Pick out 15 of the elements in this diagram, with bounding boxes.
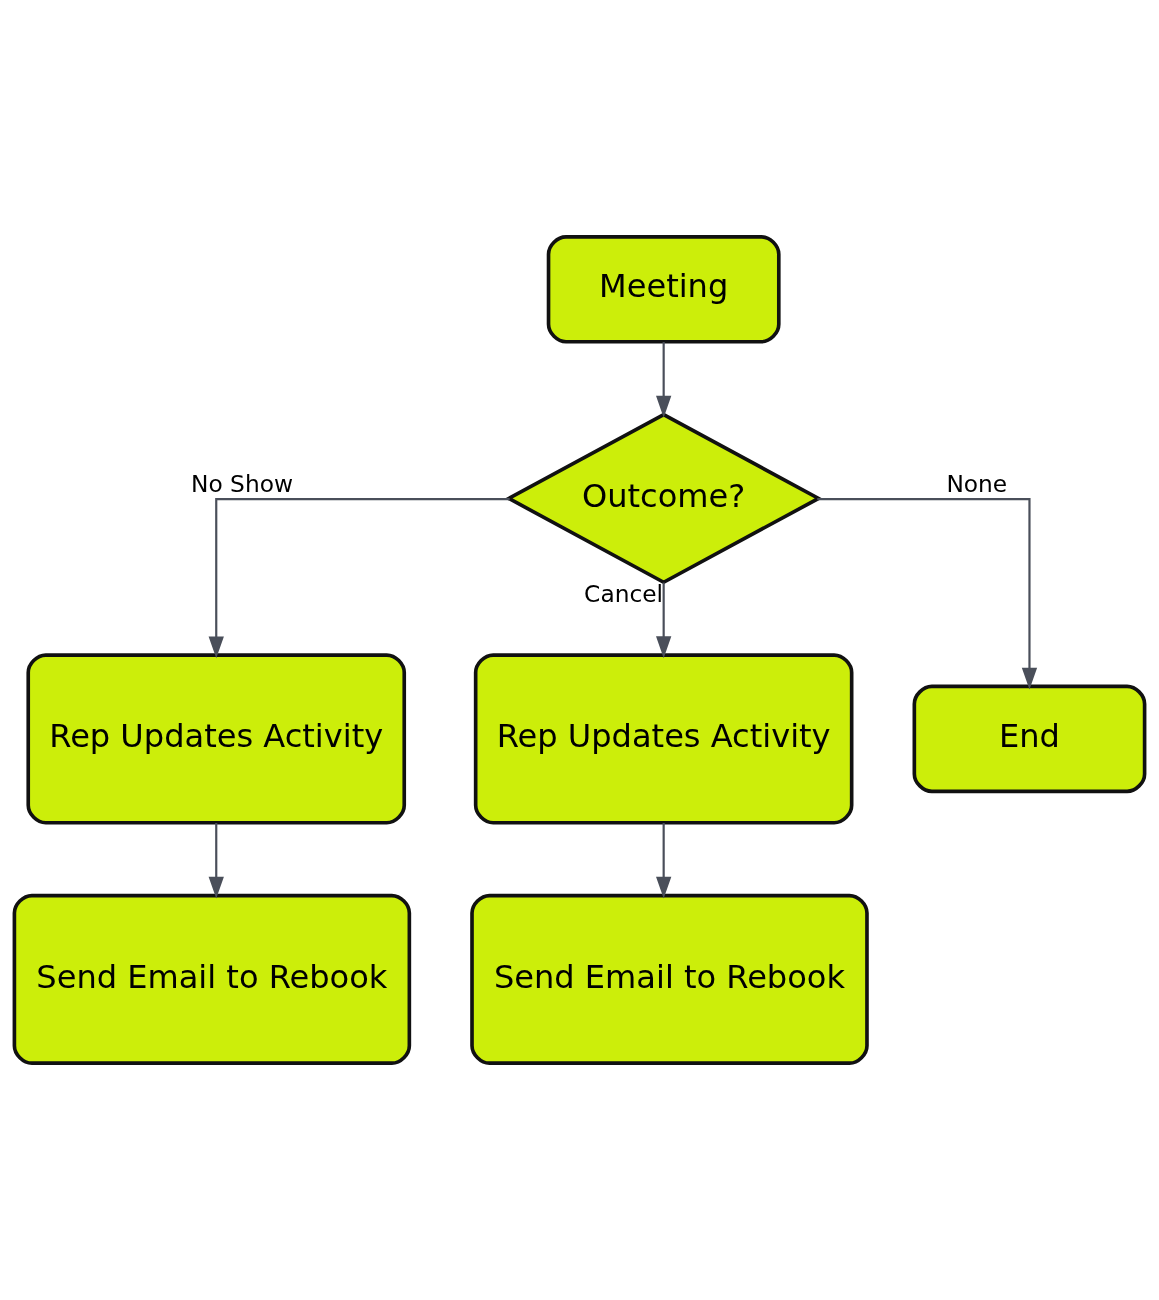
node-box: End <box>912 684 1147 794</box>
node-box: Send Email to Rebook <box>12 893 412 1065</box>
node-diamond: Outcome? <box>504 412 823 585</box>
node-box: Rep Updates Activity <box>26 653 407 825</box>
node-box: Rep Updates Activity <box>473 653 854 825</box>
edge-label: None <box>946 469 1008 497</box>
node-box: Meeting <box>546 235 781 344</box>
arrow <box>656 342 672 418</box>
edge-label: No Show <box>191 469 293 497</box>
arrow <box>208 498 510 659</box>
node-box: Send Email to Rebook <box>470 893 869 1065</box>
arrow <box>656 823 672 899</box>
arrow <box>208 823 224 899</box>
arrow <box>656 582 672 659</box>
arrow <box>817 498 1038 690</box>
